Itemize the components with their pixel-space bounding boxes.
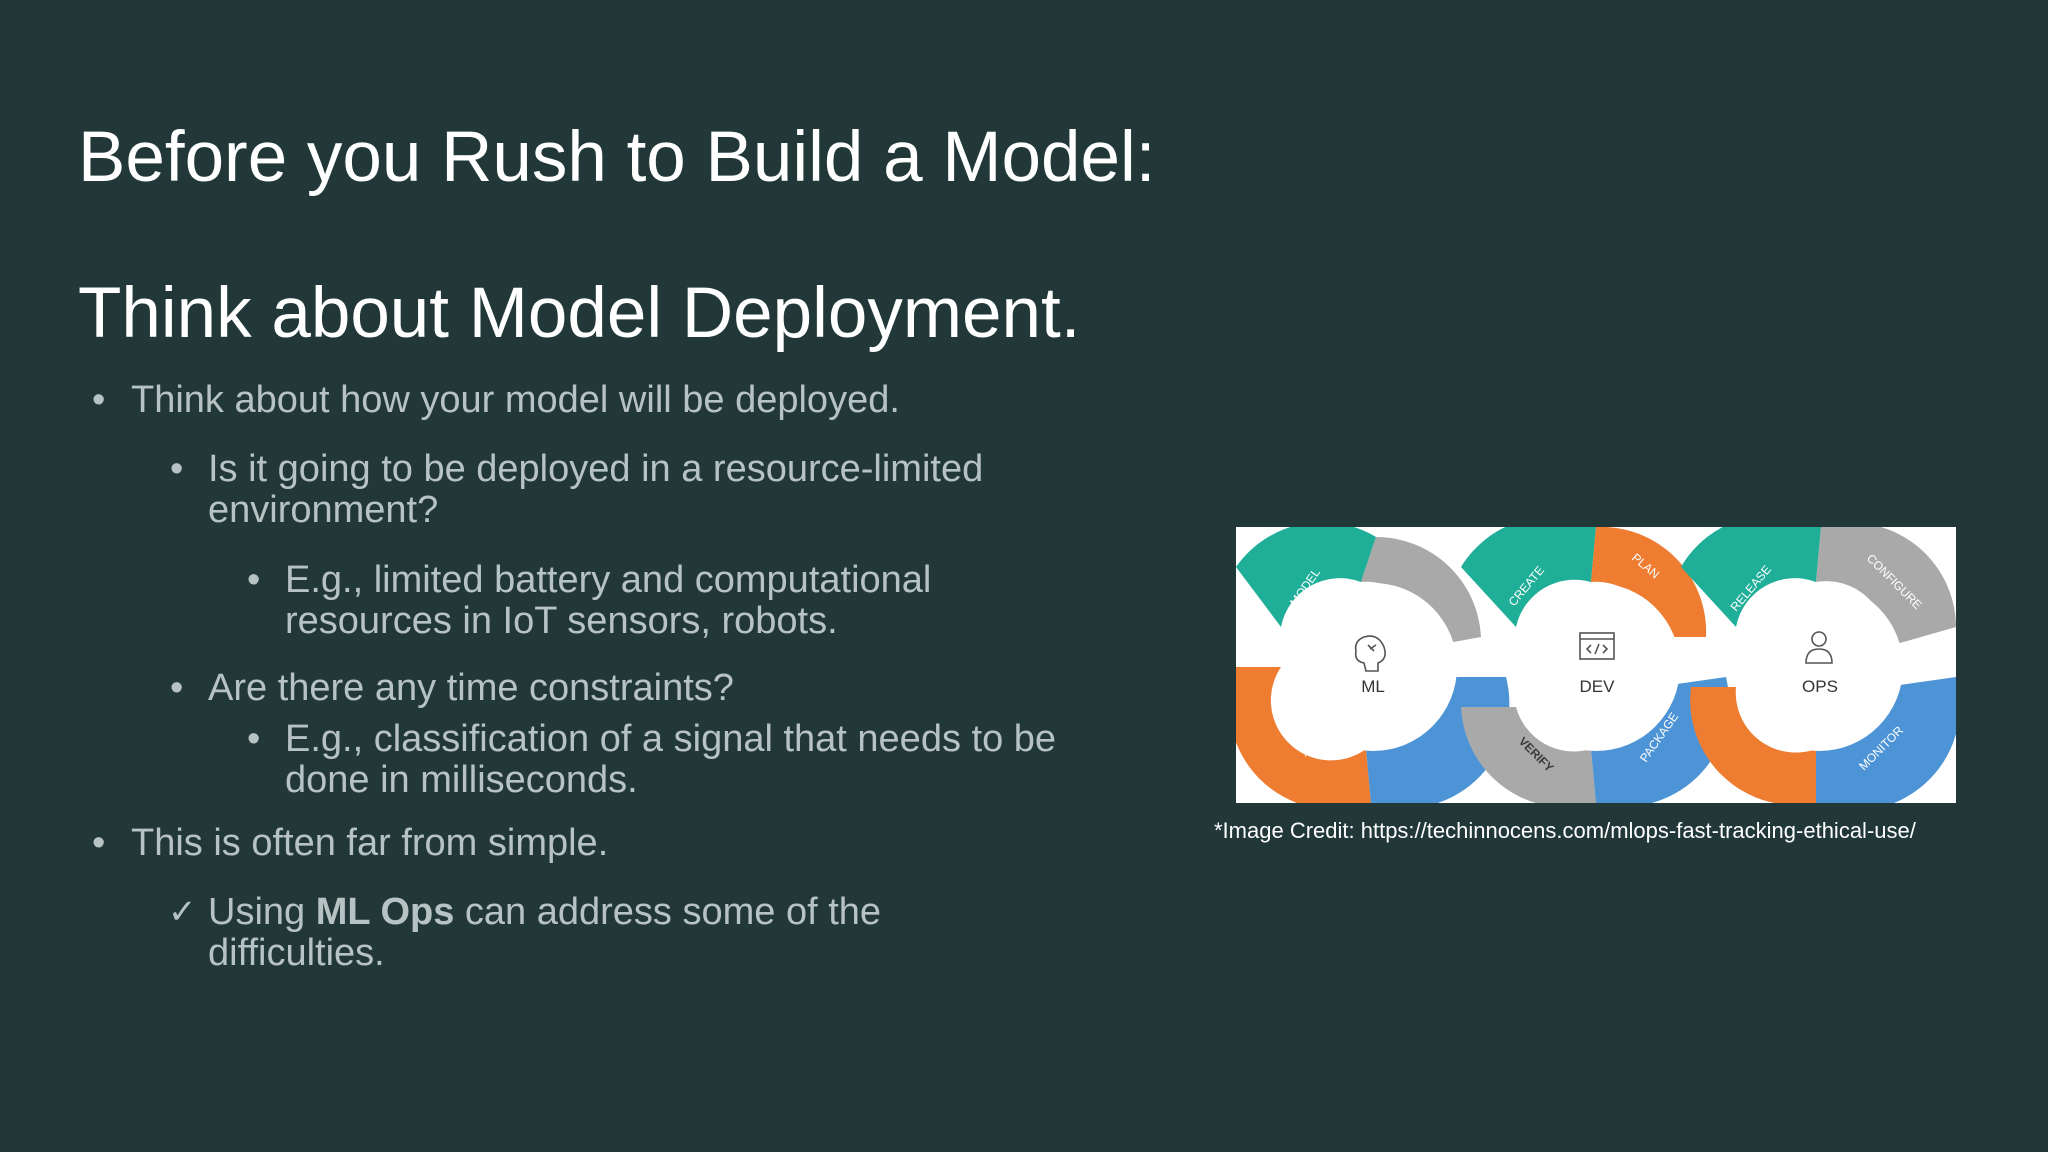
bullet-marker: • [170, 667, 184, 709]
bullet-item: • E.g., limited battery and computationa… [0, 560, 1045, 642]
brain-icon [1354, 635, 1386, 672]
bullet-item: • Think about how your model will be dep… [0, 380, 1150, 421]
bullet-text-bold: ML Ops [315, 891, 455, 933]
hub-labels: ML DEV OPS [1361, 677, 1838, 696]
person-icon [1805, 631, 1833, 664]
mlops-loop-graphic: MODEL DATA CREATE PLAN VERIFY PACKAGE RE… [1236, 527, 1956, 803]
image-credit: *Image Credit: https://techinnocens.com/… [1214, 818, 1916, 843]
bullet-marker: • [247, 718, 261, 760]
bullet-list: • Think about how your model will be dep… [0, 380, 1150, 974]
slide-title: Before you Rush to Build a Model: Think … [78, 80, 1258, 392]
bullet-marker: • [92, 822, 106, 864]
bullet-text: E.g., limited battery and computational … [285, 559, 932, 642]
bullet-item: • E.g., classification of a signal that … [0, 719, 1095, 801]
bullet-text: Think about how your model will be deplo… [131, 379, 900, 421]
checkmark-icon: ✓ [168, 893, 197, 931]
title-line-1: Before you Rush to Build a Model: [78, 118, 1156, 197]
bullet-item: • Is it going to be deployed in a resour… [0, 449, 1008, 531]
dev-ring [1461, 527, 1729, 803]
check-item: ✓ Using ML Ops can address some of the d… [0, 892, 928, 974]
code-window-icon [1579, 632, 1615, 660]
mlops-diagram: MODEL DATA CREATE PLAN VERIFY PACKAGE RE… [1236, 527, 1956, 803]
bullet-text: This is often far from simple. [131, 822, 609, 864]
hub-label-ml: ML [1361, 677, 1385, 696]
hub-label-ops: OPS [1802, 677, 1838, 696]
title-line-2: Think about Model Deployment. [78, 274, 1081, 353]
hub-label-dev: DEV [1580, 677, 1616, 696]
bullet-text: Is it going to be deployed in a resource… [208, 448, 984, 531]
bullet-marker: • [170, 448, 184, 490]
bullet-item: • This is often far from simple. [0, 823, 1150, 864]
bullet-item: • Are there any time constraints? [0, 668, 1150, 709]
bullet-text-before: Using [208, 891, 316, 933]
bullet-text-after: can address some of the difficulties. [208, 891, 882, 974]
bullet-text: E.g., classification of a signal that ne… [285, 718, 1057, 801]
bullet-marker: • [92, 379, 106, 421]
ops-ring [1681, 527, 1956, 803]
bullet-text: Are there any time constraints? [208, 667, 734, 709]
bullet-text: Using ML Ops can address some of the dif… [208, 892, 928, 974]
bullet-marker: • [247, 559, 261, 601]
